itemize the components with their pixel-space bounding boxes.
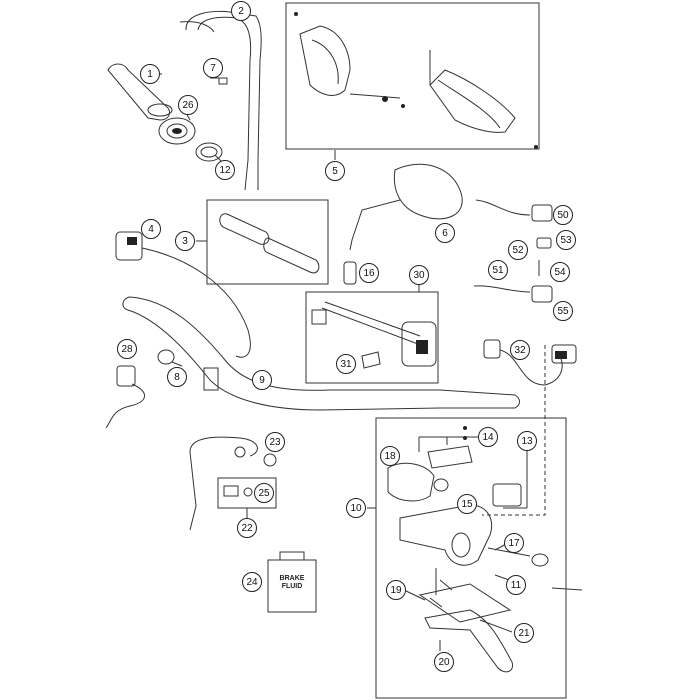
- callout-52: 52: [508, 240, 528, 260]
- callout-23: 23: [265, 432, 285, 452]
- callout-32: 32: [510, 340, 530, 360]
- callout-50: 50: [553, 205, 573, 225]
- callout-51: 51: [488, 260, 508, 280]
- callout-17: 17: [504, 533, 524, 553]
- callout-12: 12: [215, 160, 235, 180]
- callout-26: 26: [178, 95, 198, 115]
- callout-2: 2: [231, 1, 251, 21]
- callout-31: 31: [336, 354, 356, 374]
- brake-fluid-label: BRAKE FLUID: [274, 575, 310, 591]
- callout-11: 11: [506, 575, 526, 595]
- callout-18: 18: [380, 446, 400, 466]
- callout-28: 28: [117, 339, 137, 359]
- callout-55: 55: [553, 301, 573, 321]
- throttle-switch-group-box: [305, 291, 439, 384]
- brake-master-group-box: [375, 417, 567, 699]
- callout-16: 16: [359, 263, 379, 283]
- callout-8: 8: [167, 367, 187, 387]
- callout-20: 20: [434, 652, 454, 672]
- callout-10: 10: [346, 498, 366, 518]
- callout-1: 1: [140, 64, 160, 84]
- grip-group-box: [206, 199, 329, 285]
- callout-6: 6: [435, 223, 455, 243]
- callout-54: 54: [550, 262, 570, 282]
- callout-15: 15: [457, 494, 477, 514]
- callout-3: 3: [175, 231, 195, 251]
- callout-21: 21: [514, 623, 534, 643]
- callout-5: 5: [325, 161, 345, 181]
- callout-25: 25: [254, 483, 274, 503]
- callout-4: 4: [141, 219, 161, 239]
- callout-53: 53: [556, 230, 576, 250]
- callout-24: 24: [242, 572, 262, 592]
- callout-22: 22: [237, 518, 257, 538]
- callout-19: 19: [386, 580, 406, 600]
- callout-13: 13: [517, 431, 537, 451]
- brake-fluid-line1: BRAKE: [279, 575, 305, 582]
- callout-30: 30: [409, 265, 429, 285]
- handlebar-shape: [122, 296, 520, 411]
- handguard-group-box: [285, 2, 540, 150]
- brake-fluid-line2: FLUID: [281, 583, 303, 590]
- callout-14: 14: [478, 427, 498, 447]
- callout-7: 7: [203, 58, 223, 78]
- callout-9: 9: [252, 370, 272, 390]
